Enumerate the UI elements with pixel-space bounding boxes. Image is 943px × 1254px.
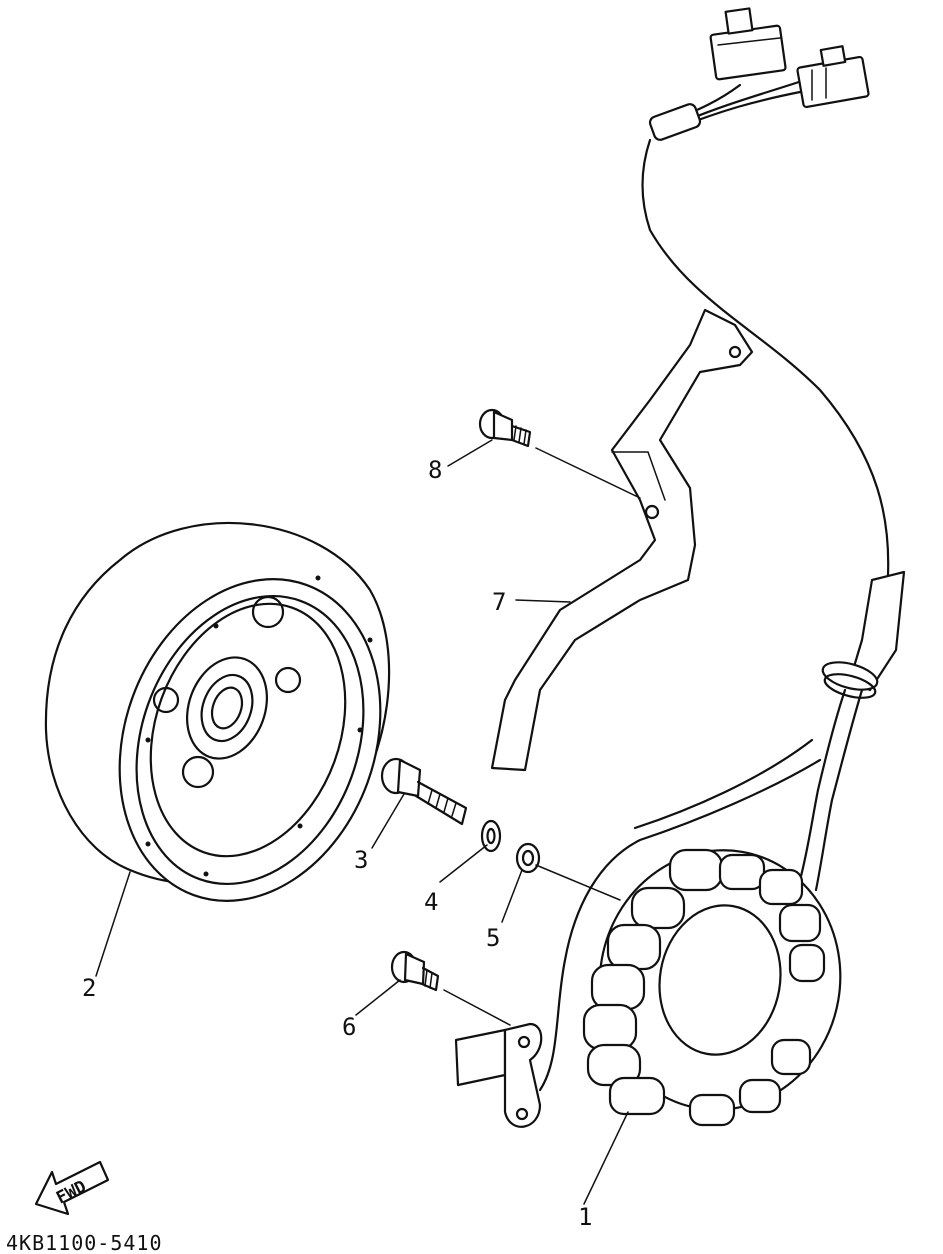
connector-4pin (709, 7, 787, 81)
bolt-part-3 (380, 757, 468, 826)
stator-coil (582, 848, 842, 1127)
callout-8: 8 (428, 456, 442, 484)
connector-2pin (796, 45, 870, 109)
callout-6: 6 (342, 1013, 356, 1041)
harness-sleeve-lower (848, 570, 906, 692)
harness-sleeve (648, 103, 702, 141)
flywheel-rotor (44, 522, 391, 902)
wire-harness (641, 7, 890, 577)
leader-lines (95, 439, 629, 1205)
fwd-arrow-icon: FWD (34, 1160, 110, 1216)
drawing-code: 4KB1100-5410 (6, 1231, 163, 1254)
callout-1: 1 (578, 1203, 592, 1231)
washer-part-4 (480, 819, 502, 853)
callout-2: 2 (82, 974, 96, 1002)
screw-part-8 (478, 408, 532, 448)
assembly-lines (443, 447, 641, 1026)
callout-5: 5 (486, 924, 500, 952)
pickup-coil (454, 1022, 543, 1128)
callout-7: 7 (492, 588, 506, 616)
washer-part-5 (515, 842, 541, 874)
stator-assembly (454, 570, 906, 1128)
screw-part-6 (390, 950, 440, 992)
callout-4: 4 (424, 888, 438, 916)
lead-holder-bracket (490, 308, 754, 772)
callout-3: 3 (354, 846, 368, 874)
